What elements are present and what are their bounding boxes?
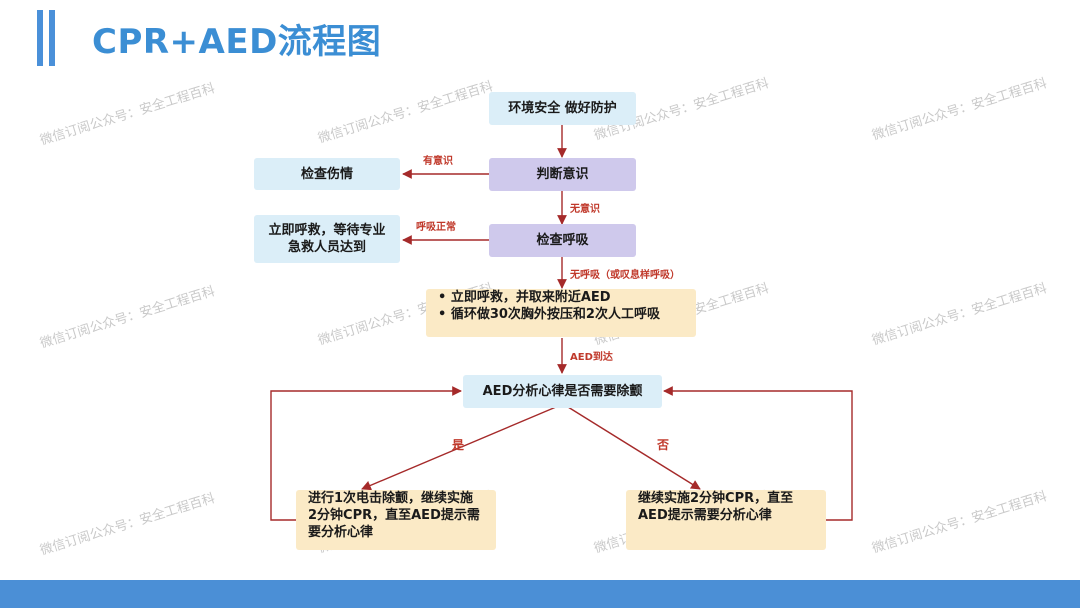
page-title: CPR+AED流程图 bbox=[92, 22, 382, 62]
continue-line-2: AED提示需要分析心律 bbox=[638, 508, 772, 523]
cpr-step-1: • 立即呼救，并取来附近AED bbox=[438, 290, 611, 305]
node-cpr-instructions: • 立即呼救，并取来附近AED • 循环做30次胸外按压和2次人工呼吸 bbox=[426, 289, 696, 337]
label-no-breathing: 无呼吸（或叹息样呼吸） bbox=[570, 270, 680, 281]
node-check-breathing: 检查呼吸 bbox=[489, 224, 636, 257]
node-call-line-1: 立即呼救，等待专业 bbox=[268, 223, 386, 238]
node-call-line-2: 急救人员达到 bbox=[287, 240, 366, 255]
shock-line-2: 2分钟CPR，直至AED提示需 bbox=[308, 508, 480, 523]
label-yes: 是 bbox=[452, 438, 465, 452]
shock-line-3: 要分析心律 bbox=[308, 525, 374, 540]
loop-no bbox=[663, 386, 853, 521]
footer-bar bbox=[0, 580, 1080, 608]
node-continue-cpr: 继续实施2分钟CPR，直至 AED提示需要分析心律 bbox=[626, 490, 826, 550]
continue-line-1: 继续实施2分钟CPR，直至 bbox=[638, 491, 794, 506]
node-call-for-help: 立即呼救，等待专业 急救人员达到 bbox=[254, 215, 400, 263]
label-breathing-normal: 呼吸正常 bbox=[416, 222, 456, 233]
node-environment-safety: 环境安全 做好防护 bbox=[489, 92, 636, 125]
arrow-aed-no bbox=[567, 406, 701, 490]
node-shock-and-cpr: 进行1次电击除颤，继续实施 2分钟CPR，直至AED提示需 要分析心律 bbox=[296, 490, 496, 550]
node-judge-consciousness: 判断意识 bbox=[489, 158, 636, 191]
label-unconscious: 无意识 bbox=[570, 204, 600, 215]
node-check-injury: 检查伤情 bbox=[254, 158, 400, 190]
arrow-aed-yes bbox=[361, 406, 557, 491]
label-conscious: 有意识 bbox=[423, 156, 453, 167]
label-no: 否 bbox=[657, 438, 670, 452]
node-aed-analysis: AED分析心律是否需要除颤 bbox=[463, 375, 662, 408]
cpr-step-2: • 循环做30次胸外按压和2次人工呼吸 bbox=[438, 307, 660, 322]
label-aed-arrived: AED到达 bbox=[570, 352, 613, 363]
loop-yes bbox=[270, 386, 462, 521]
title-decoration bbox=[37, 10, 67, 66]
shock-line-1: 进行1次电击除颤，继续实施 bbox=[308, 491, 474, 506]
